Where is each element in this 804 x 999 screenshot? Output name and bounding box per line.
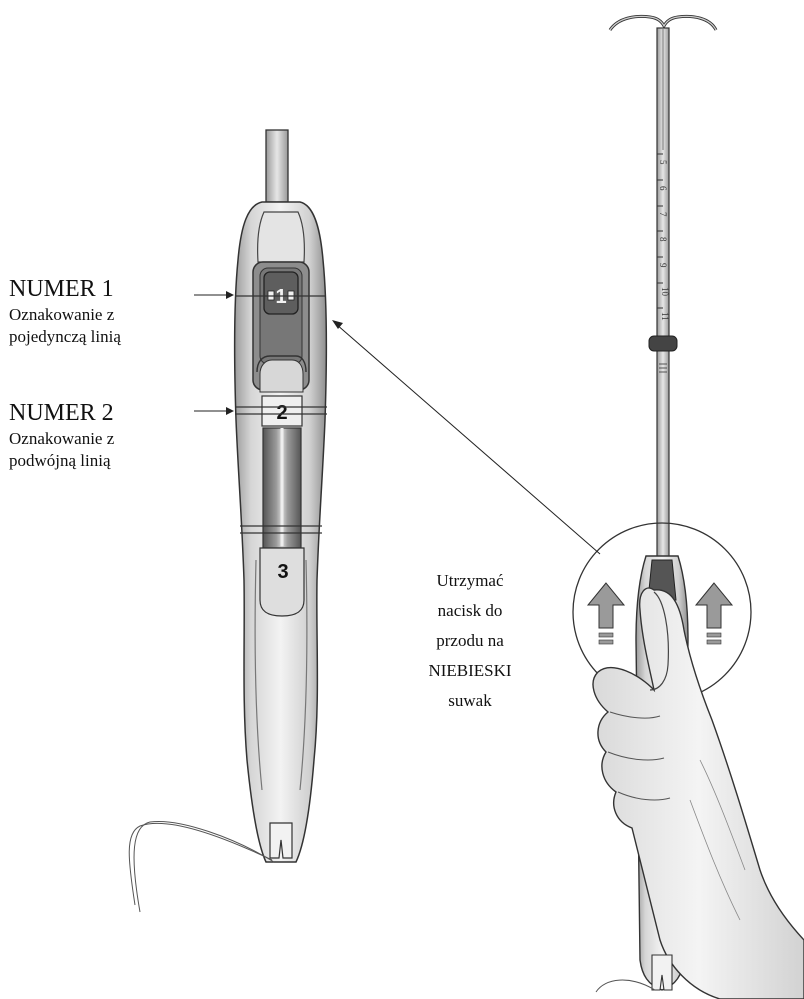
slider-guide-fill: [260, 360, 303, 392]
depth-label-10: 10: [660, 287, 670, 297]
inserter-number-3: 3: [277, 561, 288, 583]
inserter-number-1: 1: [275, 286, 286, 308]
push-arrow-left-dash-1: [599, 633, 613, 637]
pointer-marker-1-head: [226, 291, 234, 299]
push-arrow-left: [588, 583, 624, 644]
callout-line-4: NIEBIESKI: [408, 656, 532, 686]
marker-2-title: NUMER 2: [9, 399, 114, 428]
depth-label-7: 7: [658, 212, 668, 217]
depth-label-11: 11: [660, 312, 670, 321]
inserter-in-hand: 5 6 7 8 9 10 11: [573, 16, 804, 999]
push-arrow-right: [696, 583, 732, 644]
push-arrow-right-shape: [696, 583, 732, 628]
flange: [649, 336, 677, 351]
marker-2-line2: podwójną linią: [9, 450, 114, 472]
marking-pointers: [194, 291, 234, 415]
gloved-hand: [593, 588, 804, 999]
push-arrow-right-dash-1: [707, 633, 721, 637]
depth-label-8: 8: [658, 237, 668, 242]
magnifier-pointer: [336, 324, 600, 554]
callout-line-1: Utrzymać: [408, 566, 532, 596]
thread-1: [129, 823, 272, 905]
marker-1-line1: Oznakowanie z: [9, 304, 121, 326]
thread-2: [134, 821, 274, 912]
depth-label-6: 6: [658, 186, 668, 191]
inserter-tube: [266, 130, 288, 202]
callout-line-5: suwak: [408, 686, 532, 716]
marker-1-label: NUMER 1 Oznakowanie z pojedynczą linią: [9, 275, 121, 348]
inserter-number-2: 2: [276, 402, 287, 424]
callout-line-2: nacisk do: [408, 596, 532, 626]
hand-thread: [596, 980, 655, 992]
push-arrow-left-shape: [588, 583, 624, 628]
callout-line-3: przodu na: [408, 626, 532, 656]
marker-1-line2: pojedynczą linią: [9, 326, 121, 348]
inserter-cap: [258, 212, 305, 262]
magnifier-pointer-head: [332, 320, 343, 329]
marker-1-title: NUMER 1: [9, 275, 121, 304]
inserter-large: 1 2 3: [129, 130, 327, 912]
depth-label-9: 9: [658, 263, 668, 268]
slider-callout: Utrzymać nacisk do przodu na NIEBIESKI s…: [408, 566, 532, 716]
push-arrow-right-dash-2: [707, 640, 721, 644]
pointer-marker-2-head: [226, 407, 234, 415]
marker-2-label: NUMER 2 Oznakowanie z podwójną linią: [9, 399, 114, 472]
push-arrow-left-dash-2: [599, 640, 613, 644]
marker-2-line1: Oznakowanie z: [9, 428, 114, 450]
depth-label-5: 5: [658, 160, 668, 165]
